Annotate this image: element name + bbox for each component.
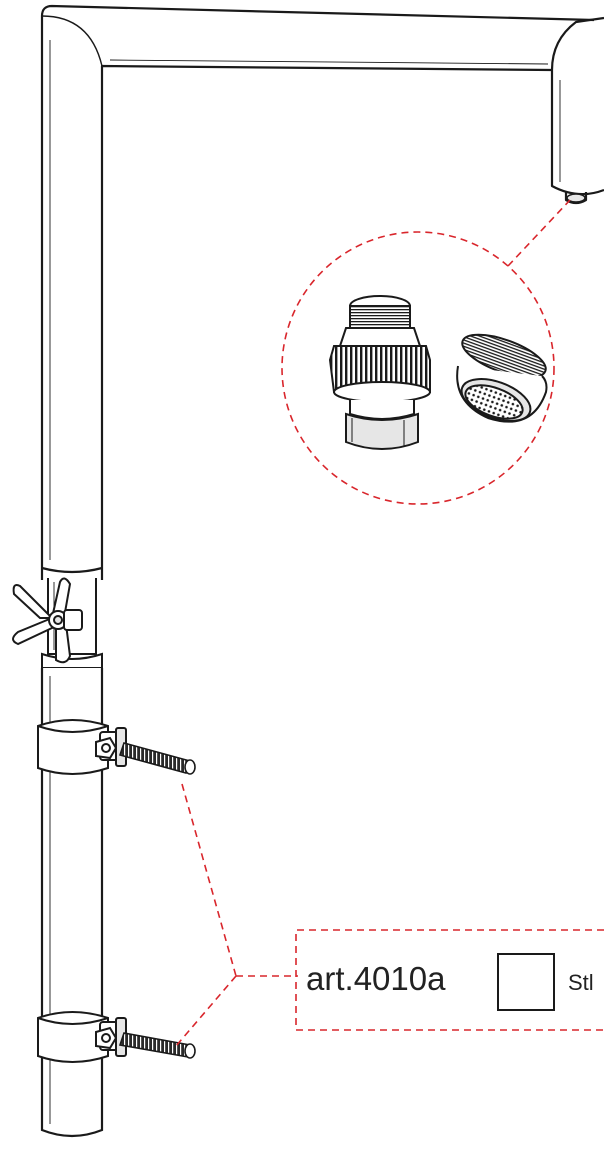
article-code: 4010a bbox=[354, 960, 446, 997]
callout-leader-lines bbox=[175, 783, 298, 1047]
aerator-icon bbox=[456, 333, 548, 423]
option-label: Stl bbox=[568, 970, 594, 995]
detail-callout-circle bbox=[281, 199, 571, 505]
article-prefix: art bbox=[306, 960, 345, 997]
pipe-clamp-icon bbox=[37, 1011, 127, 1063]
checkbox-icon[interactable] bbox=[497, 953, 555, 1011]
spout-tip bbox=[566, 193, 586, 203]
threaded-rod-lower bbox=[118, 1032, 196, 1059]
hose-adapter-icon bbox=[328, 295, 431, 450]
pipe-clamp-icon bbox=[37, 719, 127, 775]
article-dot: . bbox=[345, 960, 354, 997]
article-callout-box: art.4010a Stl bbox=[295, 929, 604, 1031]
wing-nut-icon[interactable] bbox=[12, 577, 83, 664]
article-label: art.4010a bbox=[306, 960, 446, 997]
faucet-pipe bbox=[40, 4, 604, 580]
threaded-rod-upper bbox=[118, 742, 196, 775]
